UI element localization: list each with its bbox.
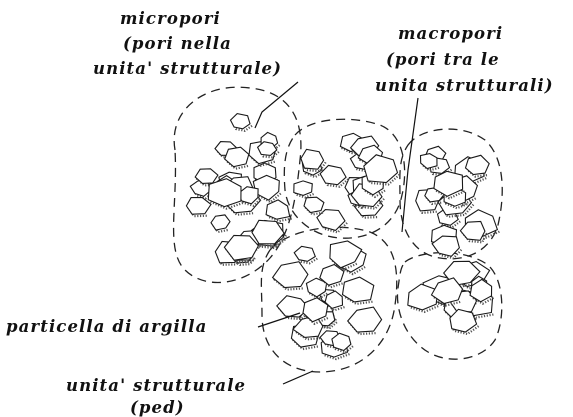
- structural-unit-label: unita' strutturale (ped): [66, 376, 246, 417]
- macropores-label: macropori (pori tra le unita strutturali…: [375, 24, 554, 95]
- clay-plate: [348, 307, 382, 332]
- structural-unit-leader: [283, 371, 313, 384]
- micropores-line2: (pori nella: [123, 34, 232, 53]
- micropores-label: micropori (pori nella unita' strutturale…: [93, 9, 282, 78]
- clay-plate: [301, 149, 324, 169]
- clay-particle-leader: [258, 313, 300, 327]
- clay-plate: [186, 198, 211, 215]
- clay-particles: [186, 114, 499, 360]
- clay-plate: [231, 114, 251, 129]
- micropores-leader: [255, 82, 298, 128]
- clay-plate: [266, 200, 290, 219]
- clay-plate: [294, 181, 313, 196]
- clay-plate: [320, 165, 346, 184]
- clay-plate: [343, 277, 374, 302]
- clay-plate: [211, 215, 230, 230]
- clay-plate: [294, 246, 315, 261]
- macropores-line2: (pori tra le: [386, 50, 500, 69]
- clay-plate: [225, 147, 249, 167]
- structural-unit-ped: (ped): [130, 398, 185, 417]
- clay-particle-label: particella di argilla: [6, 317, 207, 336]
- clay-plate: [273, 262, 308, 288]
- clay-plate: [460, 222, 485, 241]
- macropores-title: macropori: [398, 24, 503, 43]
- micropores-line3: unita' strutturale): [93, 59, 282, 78]
- structural-unit-title: unita' strutturale: [66, 376, 246, 395]
- clay-plate: [408, 284, 438, 310]
- macropores-line3: unita strutturali): [375, 76, 554, 95]
- micropores-title: micropori: [120, 9, 221, 28]
